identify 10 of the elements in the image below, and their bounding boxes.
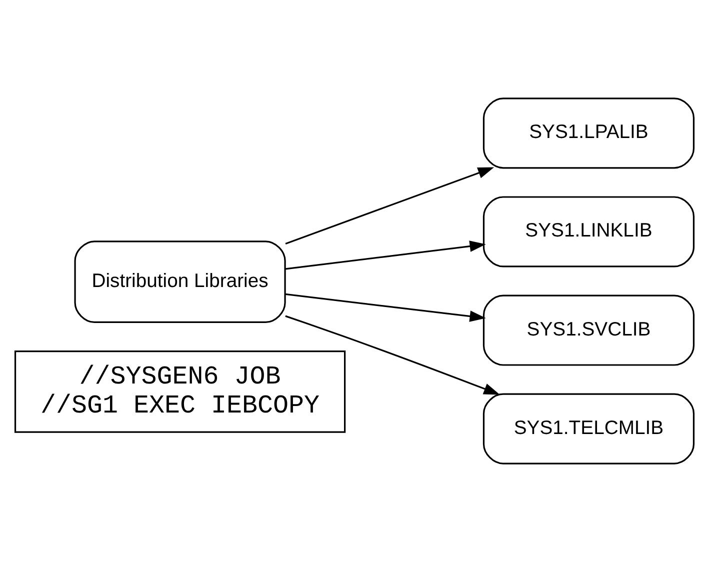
node-box: SYS1.LINKLIB bbox=[482, 196, 695, 267]
arrow bbox=[285, 240, 486, 270]
arrow bbox=[285, 314, 500, 394]
node-box: Distribution Libraries bbox=[74, 240, 286, 322]
node-box: SYS1.SVCLIB bbox=[482, 294, 695, 366]
arrow bbox=[285, 166, 494, 244]
node-box: //SYSGEN6 JOB //SG1 EXEC IEBCOPY bbox=[14, 350, 346, 432]
node-box: SYS1.TELCMLIB bbox=[482, 392, 695, 464]
node-box: SYS1.LPALIB bbox=[482, 97, 695, 168]
arrow bbox=[285, 292, 486, 322]
